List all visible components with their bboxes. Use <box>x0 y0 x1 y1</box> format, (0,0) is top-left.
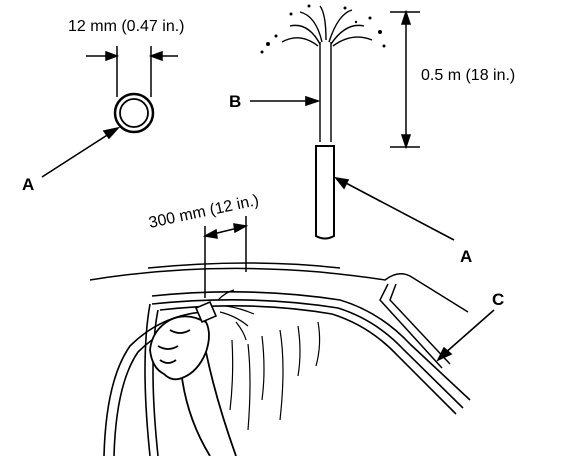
upright-tube <box>315 145 335 240</box>
weatherstrip <box>144 291 471 457</box>
tube-cross-section <box>113 92 155 134</box>
water-drips <box>229 321 321 431</box>
diameter-dimension <box>86 46 178 97</box>
spray-height-label: 0.5 m (18 in.) <box>421 67 515 84</box>
callout-b: B <box>229 92 241 111</box>
callout-a-left-leader <box>41 126 121 178</box>
vehicle-body-outline <box>89 262 469 369</box>
nozzle <box>194 300 218 324</box>
water-stream <box>281 5 373 142</box>
callout-a-left: A <box>22 175 34 194</box>
spray-height-dimension <box>390 9 420 150</box>
callout-b-leader <box>250 95 321 107</box>
callout-a-right-leader <box>334 176 455 241</box>
callout-a-right: A <box>460 247 472 266</box>
tube-diameter-label: 12 mm (0.47 in.) <box>68 18 184 35</box>
callout-c-leader <box>436 309 495 362</box>
hand <box>149 315 237 457</box>
water-splash <box>217 289 255 341</box>
callout-c: C <box>492 290 504 309</box>
nozzle-distance-dimension <box>202 216 249 298</box>
water-droplets <box>260 4 386 54</box>
